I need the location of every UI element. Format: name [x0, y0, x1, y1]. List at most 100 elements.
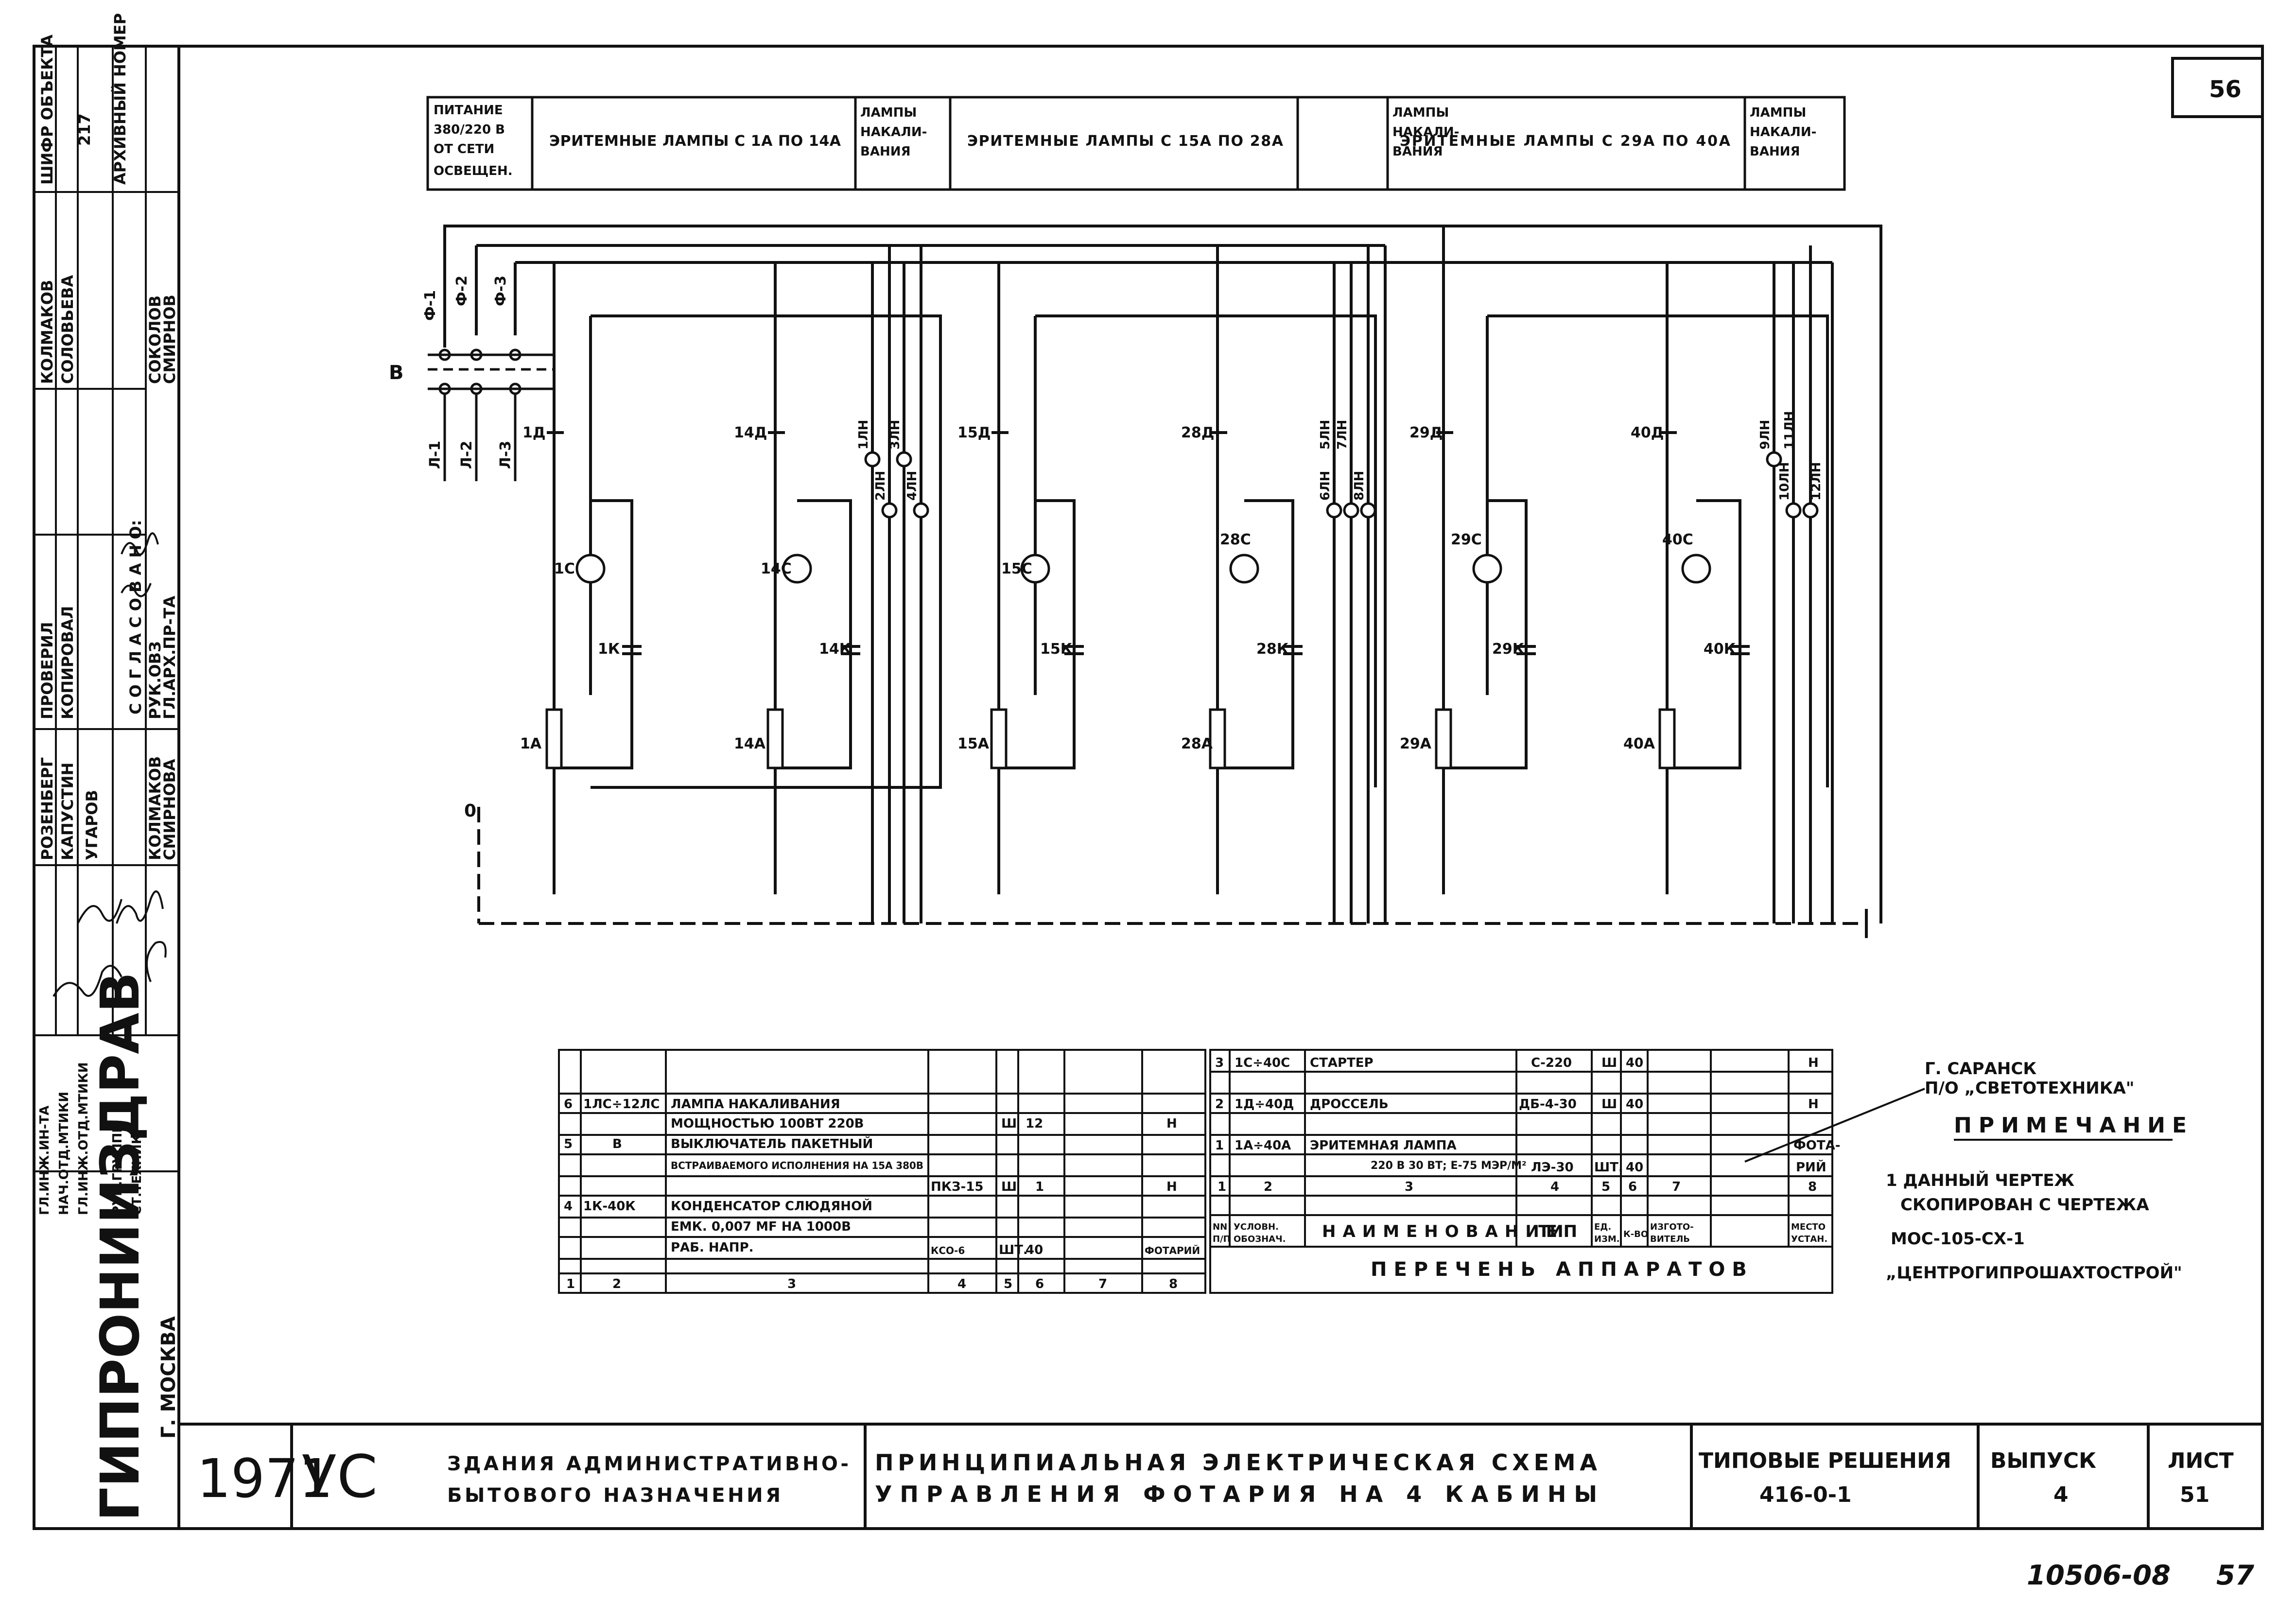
- left-table-cell: В: [612, 1137, 622, 1151]
- right-table-cell: С-220: [1531, 1056, 1572, 1070]
- stamp-field-code-value: 217: [75, 113, 94, 146]
- right-table-cell: Н: [1808, 1097, 1819, 1112]
- line-label: Л-3: [497, 441, 514, 469]
- capacitor-label: 15К: [1040, 641, 1073, 658]
- callout-leader: [1744, 1088, 1925, 1163]
- incandescent-lamp: [1766, 451, 1782, 468]
- choke-label: 28Д: [1181, 424, 1214, 441]
- right-table-header: ИЗГОТО-: [1650, 1222, 1694, 1232]
- right-table-footer: 2: [1264, 1180, 1272, 1194]
- starter-label: 15С: [1001, 560, 1032, 577]
- stamp-field-archive-label: АРХИВНЫЙ НОМЕР: [111, 13, 129, 185]
- neutral-label: 0: [464, 801, 476, 821]
- note-heading: ПРИМЕЧАНИЕ: [1954, 1113, 2193, 1138]
- title-building: БЫТОВОГО НАЗНАЧЕНИЯ: [447, 1484, 787, 1507]
- starter-symbol: [575, 554, 606, 584]
- left-table-footer: 5: [1004, 1277, 1012, 1291]
- starter-symbol: [1229, 554, 1259, 584]
- starter-symbol: [1681, 554, 1711, 584]
- starter-label: 28С: [1220, 531, 1251, 548]
- header-erythema-1: ЭРИТЕМНЫЕ ЛАМПЫ С 1А ПО 14А: [549, 133, 841, 150]
- starter-symbol: [1472, 554, 1502, 584]
- right-table-header: ЕД.: [1594, 1222, 1611, 1232]
- right-table-footer: 7: [1672, 1180, 1681, 1194]
- left-table-cell: 12: [1026, 1116, 1043, 1131]
- note-line: СКОПИРОВАН С ЧЕРТЕЖА: [1900, 1195, 2149, 1215]
- stamp-person: РУК.ОВЗ: [146, 641, 164, 719]
- right-table-cell: ЭРИТЕМНАЯ ЛАМПА: [1310, 1138, 1457, 1153]
- lamp-label: 15А: [957, 735, 990, 752]
- left-table-cell: ПКЗ-15: [931, 1180, 983, 1194]
- left-table-footer: 1: [566, 1277, 575, 1291]
- incandescent-lamp: [1326, 502, 1342, 519]
- left-table-cell: КСО-6: [931, 1245, 965, 1256]
- lamp-tube: [1658, 708, 1676, 769]
- right-table-cell: Ш: [1601, 1097, 1617, 1112]
- header-incandescent-3: ЛАМПЫ: [1750, 105, 1806, 120]
- title-logo: УС: [301, 1444, 378, 1511]
- title-name: ПРИНЦИПИАЛЬНАЯ ЭЛЕКТРИЧЕСКАЯ СХЕМА: [875, 1449, 1604, 1476]
- incandescent-label: 12ЛН: [1809, 462, 1824, 501]
- starter-symbol: [782, 554, 812, 584]
- left-table-cell: ВСТРАИВАЕМОГО ИСПОЛНЕНИЯ НА 15А 380В: [671, 1160, 923, 1171]
- title-sheet: 51: [2180, 1482, 2209, 1507]
- lamp-label: 28А: [1181, 735, 1213, 752]
- right-table-header: NN: [1213, 1222, 1227, 1232]
- left-table-cell: 1: [1035, 1180, 1044, 1194]
- left-table: [558, 1049, 1206, 1294]
- stamp-person: ГЛ.АРХ.ПР-ТА: [160, 595, 179, 719]
- stamp-person: РУК.ГРУППЫ: [110, 1120, 125, 1215]
- stamp-person: СМИРНОВА: [160, 759, 179, 860]
- right-table-cell: 40: [1626, 1160, 1643, 1175]
- choke-label: 14Д: [734, 424, 767, 441]
- header-incandescent-3c: ВАНИЯ: [1750, 144, 1800, 159]
- left-table-cell: ВЫКЛЮЧАТЕЛЬ ПАКЕТНЫЙ: [671, 1136, 873, 1151]
- title-building: ЗДАНИЯ АДМИНИСТРАТИВНО-: [447, 1453, 855, 1475]
- right-table-cell: ЛЭ-30: [1531, 1160, 1574, 1175]
- capacitor-label: 28К: [1256, 641, 1289, 658]
- right-table-cell: 40: [1626, 1056, 1643, 1070]
- starter-label: 1С: [554, 560, 575, 577]
- right-table-title: ПЕРЕЧЕНЬ АППАРАТОВ: [1371, 1258, 1754, 1281]
- starter-label: 29С: [1451, 531, 1482, 548]
- header-erythema-2: ЭРИТЕМНЫЕ ЛАМПЫ С 15А ПО 28А: [967, 133, 1284, 150]
- right-table-header: УСЛОВН.: [1234, 1222, 1279, 1232]
- header-incandescent-3b: НАКАЛИ-: [1750, 125, 1816, 139]
- header-table: [426, 96, 1846, 191]
- line-label: Л-2: [458, 441, 475, 469]
- incandescent-lamp: [896, 451, 912, 468]
- lamp-tube: [545, 708, 563, 769]
- right-table-cell: ДРОССЕЛЬ: [1310, 1097, 1389, 1112]
- line-label: Л-1: [427, 441, 444, 469]
- right-table-cell: 1А÷40А: [1235, 1138, 1291, 1153]
- left-table-footer: 7: [1098, 1277, 1107, 1291]
- incandescent-lamp: [881, 502, 898, 519]
- right-table-footer: 6: [1628, 1180, 1637, 1194]
- right-table-footer: 4: [1550, 1180, 1559, 1194]
- right-table-header: УСТАН.: [1791, 1234, 1827, 1244]
- header-power-label-3: ОТ СЕТИ: [434, 142, 494, 157]
- header-power-label: ПИТАНИЕ: [434, 103, 503, 118]
- stamp-person: НАЧ.ОТД.МТИКИ: [57, 1092, 71, 1215]
- stamp-person: КАПУСТИН: [58, 763, 77, 860]
- lamp-label: 40А: [1623, 735, 1655, 752]
- stamp-person: СОЛОВЬЕВА: [58, 275, 77, 384]
- lamp-tube: [1209, 708, 1226, 769]
- stamp-field-code-label: ШИФР ОБЪЕКТА: [38, 35, 56, 185]
- stamp-person: УГАРОВ: [83, 790, 101, 860]
- stamp-org: ГИПРОНИИЗДРАВ: [89, 972, 151, 1521]
- right-table-cell: 2: [1215, 1097, 1224, 1112]
- stamp-agreed: С О Г Л А С О В А Н О:: [126, 520, 145, 714]
- title-year: 1971: [197, 1447, 333, 1510]
- footer-page: 57: [2216, 1560, 2254, 1591]
- left-table-footer: 3: [787, 1277, 796, 1291]
- header-incandescent-1c: ВАНИЯ: [860, 144, 910, 159]
- stamp-person: СМИРНОВ: [160, 295, 179, 384]
- right-table-cell: 1С÷40С: [1235, 1056, 1290, 1070]
- title-issue: 4: [2053, 1482, 2069, 1507]
- left-table-cell: 6: [564, 1097, 573, 1112]
- incandescent-lamp: [1785, 502, 1802, 519]
- incandescent-label: 10ЛН: [1777, 462, 1792, 501]
- header-incandescent-2b: НАКАЛИ-: [1392, 125, 1459, 139]
- right-table-header: К-ВО: [1623, 1229, 1648, 1239]
